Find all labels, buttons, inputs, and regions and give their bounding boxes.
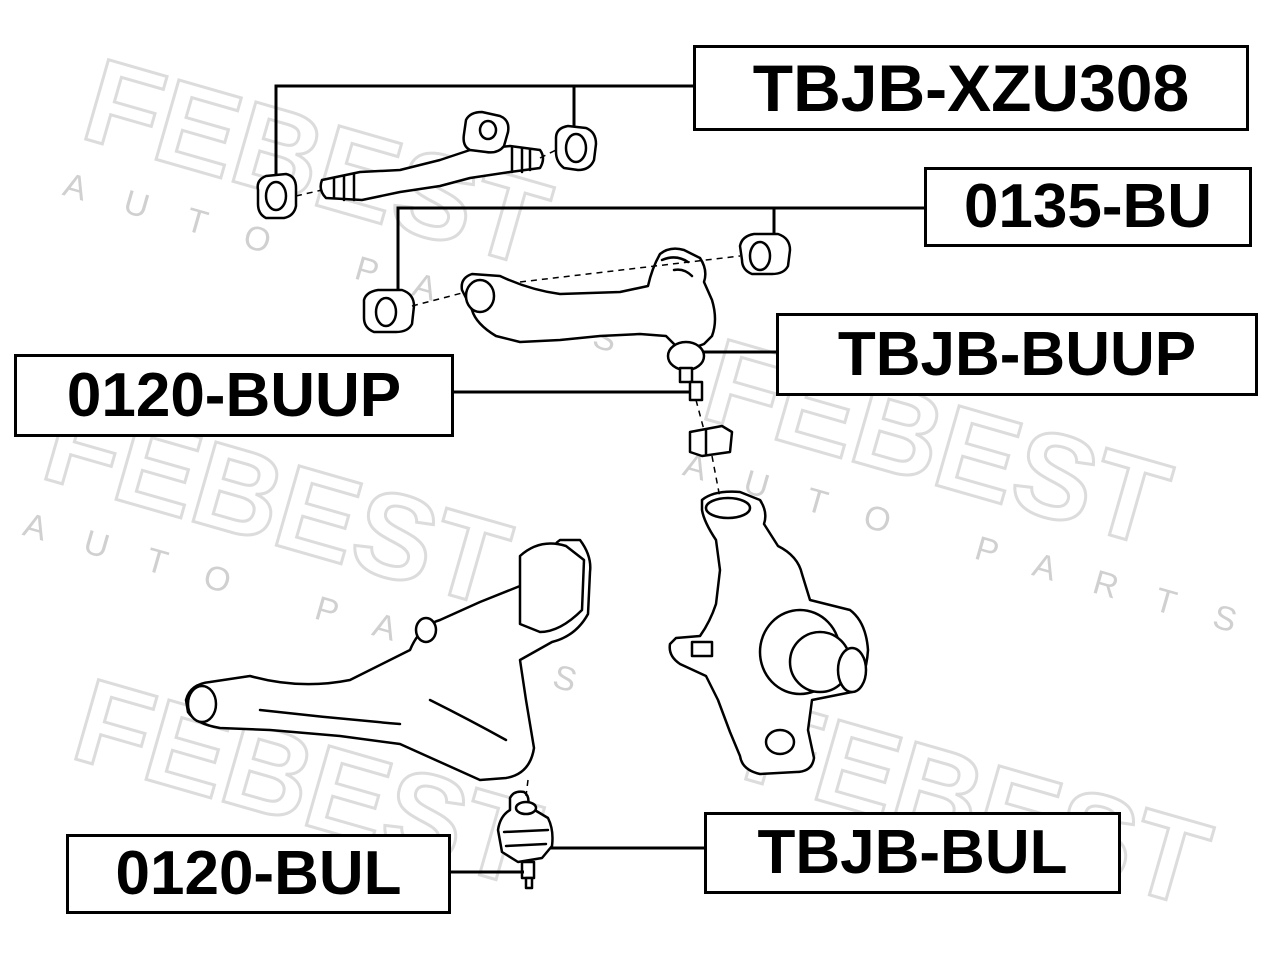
lower-ball-joint: [496, 790, 554, 890]
ball-joint-boot: [688, 424, 734, 458]
part-label-0135-bu: 0135-BU: [924, 167, 1252, 247]
part-label-tbjb-xzu308: TBJB-XZU308: [693, 45, 1249, 131]
upper-cross-shaft: [319, 110, 545, 202]
leader-xzu308-left: [274, 84, 693, 176]
part-label-0120-bul: 0120-BUL: [66, 834, 451, 914]
upper-right-bushing: [554, 124, 598, 172]
assembly-guides: [295, 149, 741, 797]
steering-knuckle: [668, 490, 870, 776]
bushing-0135-left: [362, 288, 416, 334]
leader-0135bu-left: [396, 206, 924, 290]
lower-control-arm: [184, 538, 592, 782]
bushing-0135-right: [738, 232, 792, 276]
upper-control-arm: [460, 247, 717, 402]
part-label-tbjb-bul: TBJB-BUL: [704, 812, 1121, 894]
part-label-tbjb-buup: TBJB-BUUP: [776, 313, 1258, 396]
leader-lines: [274, 84, 924, 874]
part-label-0120-buup: 0120-BUUP: [14, 354, 454, 437]
upper-left-bushing: [256, 172, 298, 220]
